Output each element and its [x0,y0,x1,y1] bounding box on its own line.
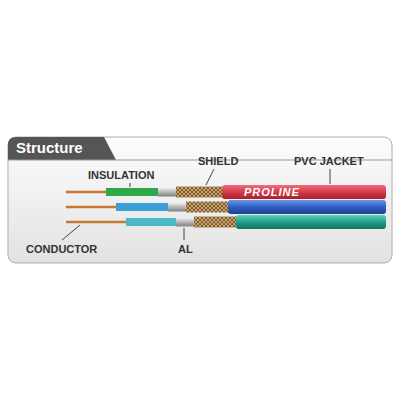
part-label: CONDUCTOR [26,242,97,256]
leader-lines [62,169,330,240]
leader-line [206,169,214,185]
leader-line [62,225,80,240]
leader-line [330,169,331,184]
leader-line [184,228,185,240]
part-label: PVC JACKET [294,154,364,168]
insulation [106,188,160,196]
part-label: INSULATION [88,168,154,182]
conductor [66,221,128,224]
al-foil [176,218,196,227]
brand-print: PROLINE [244,185,300,199]
insulation [126,218,178,226]
title-tab [8,137,116,160]
part-label: AL [178,242,193,256]
pvc-jacket [236,215,386,229]
shield-braid [176,187,228,198]
panel [8,137,392,263]
pvc-jacket [222,185,386,199]
al-foil [168,203,188,212]
conductor [66,206,118,209]
leader-line [130,183,131,187]
shield-braid [186,202,234,213]
pvc-jacket [228,200,386,214]
insulation [116,203,170,211]
shield-braid [194,217,242,228]
conductor [66,191,108,194]
title: Structure [16,141,83,155]
part-label: SHIELD [198,154,238,168]
al-foil [158,188,178,197]
